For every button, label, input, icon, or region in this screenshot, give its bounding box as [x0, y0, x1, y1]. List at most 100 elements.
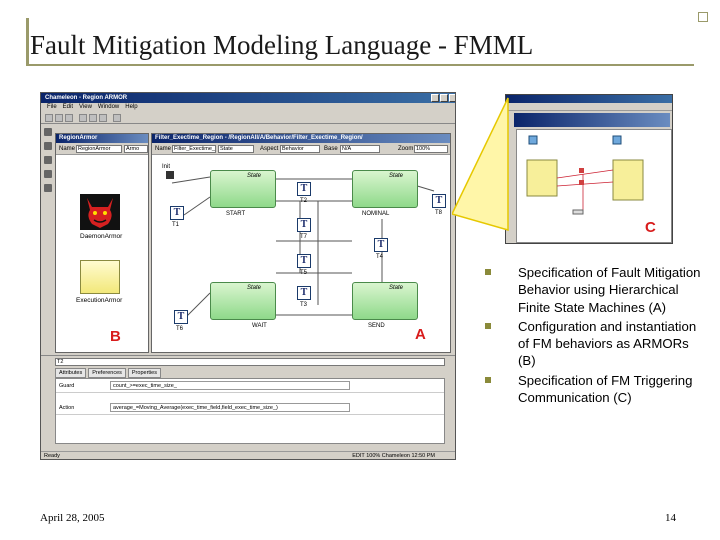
menu-bar: File Edit View Window Help	[41, 103, 455, 112]
paste-icon[interactable]	[99, 114, 107, 122]
open-icon[interactable]	[55, 114, 63, 122]
status-text: Ready	[44, 453, 60, 459]
transition-label-t3: T3	[300, 302, 308, 308]
minimize-button[interactable]	[431, 94, 439, 102]
transition-t4[interactable]: T	[374, 238, 388, 252]
transition-label-t7: T7	[300, 234, 308, 240]
label-c: C	[645, 219, 656, 236]
transition-t3[interactable]: T	[297, 286, 311, 300]
menu-item-view[interactable]: View	[79, 104, 92, 110]
state-label-start: START	[226, 211, 246, 217]
bullet-item: Specification of Fault Mitigation Behavi…	[485, 264, 705, 316]
inset-titlebar	[506, 95, 672, 103]
transition-label-t5: T5	[300, 270, 308, 276]
attribute-key: Guard	[59, 383, 75, 389]
state-label-nominal: NOMINAL	[362, 211, 390, 217]
zoom-select[interactable]: 100%	[414, 145, 448, 153]
armor-name-input[interactable]: RegionArmor	[76, 145, 122, 153]
transition-label-t4: T4	[376, 254, 384, 260]
module-box[interactable]	[80, 260, 120, 294]
toolbar	[41, 112, 455, 124]
chameleon-window: Chameleon - Region ARMOR File Edit View …	[40, 92, 456, 460]
attribute-pane: T2 Attributes Preferences Properties Gua…	[41, 355, 455, 451]
behavior-fields: Name Filter_Exectime_Re State Aspect Beh…	[152, 143, 450, 155]
action-input[interactable]: average_=Moving_Average(exec_time_field,…	[110, 403, 350, 412]
new-icon[interactable]	[45, 114, 53, 122]
tool-palette	[41, 124, 55, 424]
connect-icon[interactable]	[44, 142, 52, 150]
menu-item-help[interactable]: Help	[125, 104, 138, 110]
transition-label-t1: T1	[172, 222, 180, 228]
status-bar: Ready EDIT 100% Chameleon 12:50 PM	[41, 451, 455, 459]
armor-fields: Name RegionArmor Armo	[56, 143, 148, 155]
component-label-daemon: DaemonArmor	[80, 233, 123, 240]
transition-t5[interactable]: T	[297, 254, 311, 268]
devil-icon[interactable]	[80, 194, 120, 230]
undo-icon[interactable]	[113, 114, 121, 122]
pointer-icon[interactable]	[44, 128, 52, 136]
transition-t2[interactable]: T	[297, 182, 311, 196]
behavior-editor-window: Filter_Exectime_Region - /RegionAll/A/Be…	[151, 133, 451, 353]
title-rule-horizontal	[26, 64, 694, 66]
transition-t8[interactable]: T	[432, 194, 446, 208]
attribute-table: Guard count_>=exec_time_size_ Action ave…	[55, 378, 445, 444]
transition-t6[interactable]: T	[174, 310, 188, 324]
transition-label-t8: T8	[435, 210, 443, 216]
label-a: A	[415, 326, 426, 343]
name-field-label: Name	[59, 146, 76, 152]
state-label-send: SEND	[368, 323, 385, 329]
base-input[interactable]: N/A	[340, 145, 380, 153]
attribute-key: Action	[59, 405, 75, 411]
window-titlebar: Chameleon - Region ARMOR	[41, 93, 455, 103]
armor-aspect-select[interactable]: Armo	[124, 145, 148, 153]
state-caption: State	[246, 173, 261, 179]
base-label: Base	[324, 146, 338, 152]
state-send[interactable]: State	[352, 282, 418, 320]
state-label-wait: WAIT	[252, 323, 267, 329]
slide-title: Fault Mitigation Modeling Language - FMM…	[30, 30, 534, 60]
tab-properties[interactable]: Properties	[127, 368, 161, 378]
armor-config-window: RegionArmor Name RegionArmor Armo Daemon…	[55, 133, 149, 353]
maximize-button[interactable]	[440, 94, 448, 102]
behavior-type-select[interactable]: State	[218, 145, 254, 153]
behavior-name-label: Name	[155, 146, 172, 152]
guard-input[interactable]: count_>=exec_time_size_	[110, 381, 350, 390]
behavior-name-input[interactable]: Filter_Exectime_Re	[172, 145, 216, 153]
menu-item-edit[interactable]: Edit	[62, 104, 74, 110]
selected-object-field[interactable]: T2	[55, 358, 445, 366]
inset-canvas	[516, 129, 672, 243]
menu-item-window[interactable]: Window	[97, 104, 120, 110]
menu-item-file[interactable]: File	[47, 104, 57, 110]
transition-t7[interactable]: T	[297, 218, 311, 232]
inset-menubar	[506, 103, 672, 111]
state-start[interactable]: State	[210, 170, 276, 208]
zoom-icon[interactable]	[44, 156, 52, 164]
callout-pointer	[452, 97, 509, 231]
aspect-label: Aspect	[260, 146, 279, 152]
state-caption: State	[388, 285, 403, 291]
state-caption: State	[388, 173, 403, 179]
close-button[interactable]	[449, 94, 455, 102]
aspect-select[interactable]: Behavior	[280, 145, 320, 153]
bullet-text: Specification of FM Triggering Communica…	[518, 372, 693, 406]
label-b: B	[110, 328, 121, 345]
state-caption: State	[246, 285, 261, 291]
bullet-icon	[485, 322, 491, 329]
armor-window-title: RegionArmor	[56, 134, 148, 143]
cut-icon[interactable]	[79, 114, 87, 122]
communication-diagram	[526, 135, 644, 215]
transition-t1[interactable]: T	[170, 206, 184, 220]
attribute-row-action: Action average_=Moving_Average(exec_time…	[56, 401, 444, 415]
bullet-icon	[485, 269, 491, 275]
tab-preferences[interactable]: Preferences	[88, 368, 126, 378]
tab-attributes[interactable]: Attributes	[55, 368, 87, 378]
communication-window	[505, 94, 673, 244]
transition-label-t2: T2	[300, 198, 308, 204]
state-wait[interactable]: State	[210, 282, 276, 320]
save-icon[interactable]	[65, 114, 73, 122]
pan-icon[interactable]	[44, 170, 52, 178]
copy-icon[interactable]	[89, 114, 97, 122]
inset-subtitle	[514, 113, 670, 127]
state-nominal[interactable]: State	[352, 170, 418, 208]
annotate-icon[interactable]	[44, 184, 52, 192]
